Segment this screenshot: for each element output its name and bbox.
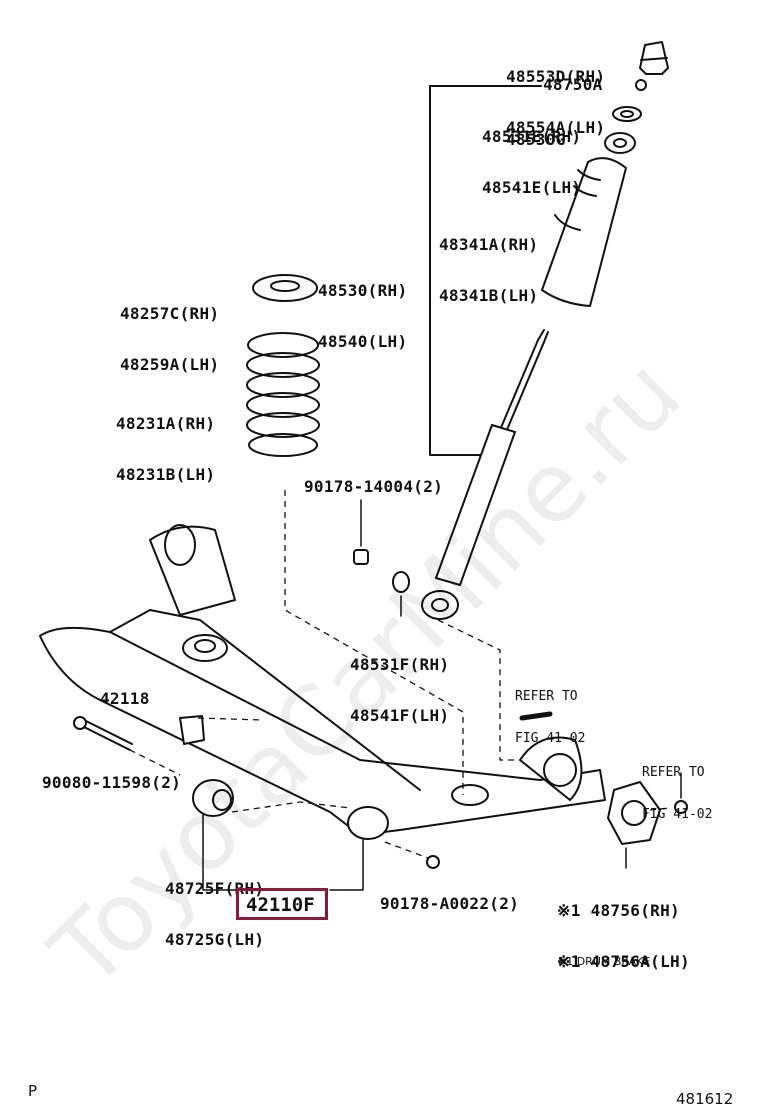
support-shape: [604, 132, 636, 154]
label-nut-top: 90178-14004(2): [304, 477, 444, 496]
label-insulator-rh: 48257C(RH): [120, 304, 220, 323]
corner-code-left: P: [28, 1082, 38, 1100]
label-coil-spring-lh: 48231B(LH): [116, 465, 216, 484]
refer-note-1-line2: FIG 41-02: [515, 731, 586, 746]
cushion-shape: [179, 715, 205, 745]
label-insulator: 48257C(RH) 48259A(LH): [120, 271, 219, 390]
brake-plate-shape: [607, 781, 661, 845]
nut-bottom-shape: [426, 855, 440, 869]
label-lower-insulator-rh: 48531F(RH): [350, 655, 450, 674]
label-boot-lh: 48341B(LH): [439, 286, 539, 305]
nut-top-shape: [353, 549, 369, 565]
label-absorber-rh: 48530(RH): [318, 281, 408, 300]
label-bearing-rh: 48531E(RH): [482, 127, 582, 146]
bushing-shape: [192, 779, 389, 840]
nut-right-shape: [674, 800, 688, 814]
refer-note-2-line1: REFER TO: [642, 765, 705, 780]
label-bushing-rh: 48725F(RH): [165, 879, 265, 898]
refer-note-1-line1: REFER TO: [515, 689, 578, 704]
label-plate-rh: ※1 48756(RH): [557, 901, 680, 920]
bump-stopper-shape: [639, 41, 669, 75]
boot-shape: [541, 157, 627, 307]
lower-insulator-shape: [392, 571, 410, 593]
bolt-shape: [73, 716, 133, 751]
axle-beam-shape: [39, 524, 606, 836]
label-bearing: 48531E(RH) 48541E(LH): [482, 94, 581, 213]
highlight-box: [236, 888, 328, 920]
label-cushion: 42118: [100, 689, 150, 708]
label-insulator-lh: 48259A(LH): [120, 355, 220, 374]
label-bump-stopper-lh: 48554A(LH): [506, 118, 606, 137]
refer-note-2-line2: FIG 41-02: [642, 807, 713, 822]
label-bolt: 90080-11598(2): [42, 773, 182, 792]
figure-number: 481612: [676, 1090, 734, 1108]
label-bump-stopper: 48553D(RH) 48554A(LH): [506, 34, 605, 153]
refer-note-2[interactable]: REFER TO FIG 41-02: [642, 738, 712, 836]
label-absorber-lh: 48540(LH): [318, 332, 408, 351]
label-lower-insulator: 48531F(RH) 48541F(LH): [350, 622, 449, 741]
label-bushing-lh: 48725G(LH): [165, 930, 265, 949]
label-bushing: 48725F(RH) 48725G(LH): [165, 846, 264, 965]
label-nut-48750: 48750A: [543, 75, 603, 94]
label-bump-stopper-rh: 48553D(RH): [506, 67, 606, 86]
bearing-shape: [612, 106, 642, 122]
label-lower-insulator-lh: 48541F(LH): [350, 706, 450, 725]
label-bearing-lh: 48541E(LH): [482, 178, 582, 197]
label-plate-lh: ※1 48756A(LH): [557, 952, 690, 971]
label-coil-spring-rh: 48231A(RH): [116, 414, 216, 433]
label-boot: 48341A(RH) 48341B(LH): [439, 202, 538, 321]
highlighted-part-number[interactable]: 42110F: [246, 894, 315, 916]
label-boot-rh: 48341A(RH): [439, 235, 539, 254]
coil-spring-shape: [246, 332, 320, 457]
insulator-shape: [252, 274, 318, 302]
label-coil-spring: 48231A(RH) 48231B(LH): [116, 381, 215, 500]
label-plate: ※1 48756(RH) ※1 48756A(LH): [557, 868, 690, 987]
refer-note-1[interactable]: REFER TO FIG 41-02: [515, 662, 585, 760]
shock-absorber-shape: [421, 329, 549, 620]
label-support: 48530G: [506, 130, 566, 149]
label-nut-bottom: 90178-A0022(2): [380, 894, 520, 913]
nut-48750-shape: [635, 79, 647, 91]
label-absorber: 48530(RH) 48540(LH): [318, 248, 407, 367]
footnote-drum-brake: ※1 DRUM BRAKE: [557, 955, 651, 968]
